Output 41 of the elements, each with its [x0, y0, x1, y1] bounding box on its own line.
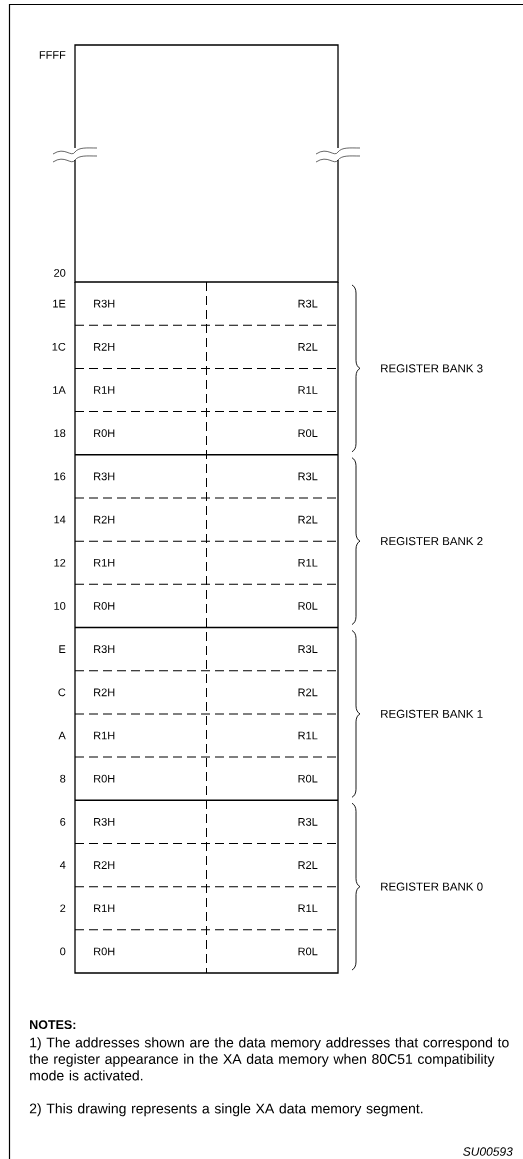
address-label: 8: [60, 774, 66, 783]
register-row: R1H R1L: [94, 386, 318, 394]
bank-label: REGISTER BANK 3: [381, 364, 483, 373]
register-row: R2H R2L: [94, 861, 318, 869]
register-row: R2H R2L: [94, 515, 318, 524]
register-row: R2H R2L: [94, 688, 318, 697]
register-row: R0H R0L: [94, 429, 318, 438]
address-label: 1A: [53, 386, 66, 394]
bank-label: REGISTER BANK 0: [381, 882, 483, 891]
address-label: 16: [54, 472, 66, 481]
address-label: E: [59, 645, 66, 653]
register-row: R3H R3L: [94, 472, 318, 481]
register-row: R2H R2L: [94, 342, 318, 351]
figure-code: SU00593: [463, 1147, 513, 1156]
register-row: R1H R1L: [94, 904, 318, 912]
register-row: R3H R3L: [94, 645, 318, 653]
memory-region-box: [74, 44, 339, 283]
register-row: R1H R1L: [94, 558, 318, 567]
register-row: R0H R0L: [94, 774, 318, 783]
notes-heading: NOTES:: [30, 1020, 76, 1030]
address-label: 1C: [52, 342, 66, 351]
address-label: 6: [60, 817, 66, 826]
address-label: 1E: [53, 299, 66, 308]
register-row: R0H R0L: [94, 602, 318, 610]
address-label: A: [58, 731, 66, 740]
register-row: R3H R3L: [94, 817, 318, 826]
address-label: 18: [54, 429, 66, 438]
address-label: 4: [59, 861, 66, 869]
register-row: R3H R3L: [94, 299, 318, 308]
bank-label: REGISTER BANK 2: [381, 537, 483, 546]
register-row: R1H R1L: [94, 731, 318, 740]
note-text: 2) This drawing represents a single XA data memory segment.: [29, 1103, 423, 1117]
register-row: R0H R0L: [94, 947, 318, 956]
address-label: 2: [60, 904, 66, 913]
bank-label: REGISTER BANK 1: [381, 709, 483, 718]
address-label: 12: [54, 558, 66, 567]
note-text: 1) The addresses shown are the data memory addresses that correspond to the register appearance in the XA data memory when 80C51 compatibility mode is activated.: [29, 1037, 509, 1081]
address-label: 0: [60, 947, 66, 956]
address-label: C: [58, 688, 66, 697]
address-label: 10: [54, 602, 66, 610]
address-label: 14: [54, 515, 66, 524]
